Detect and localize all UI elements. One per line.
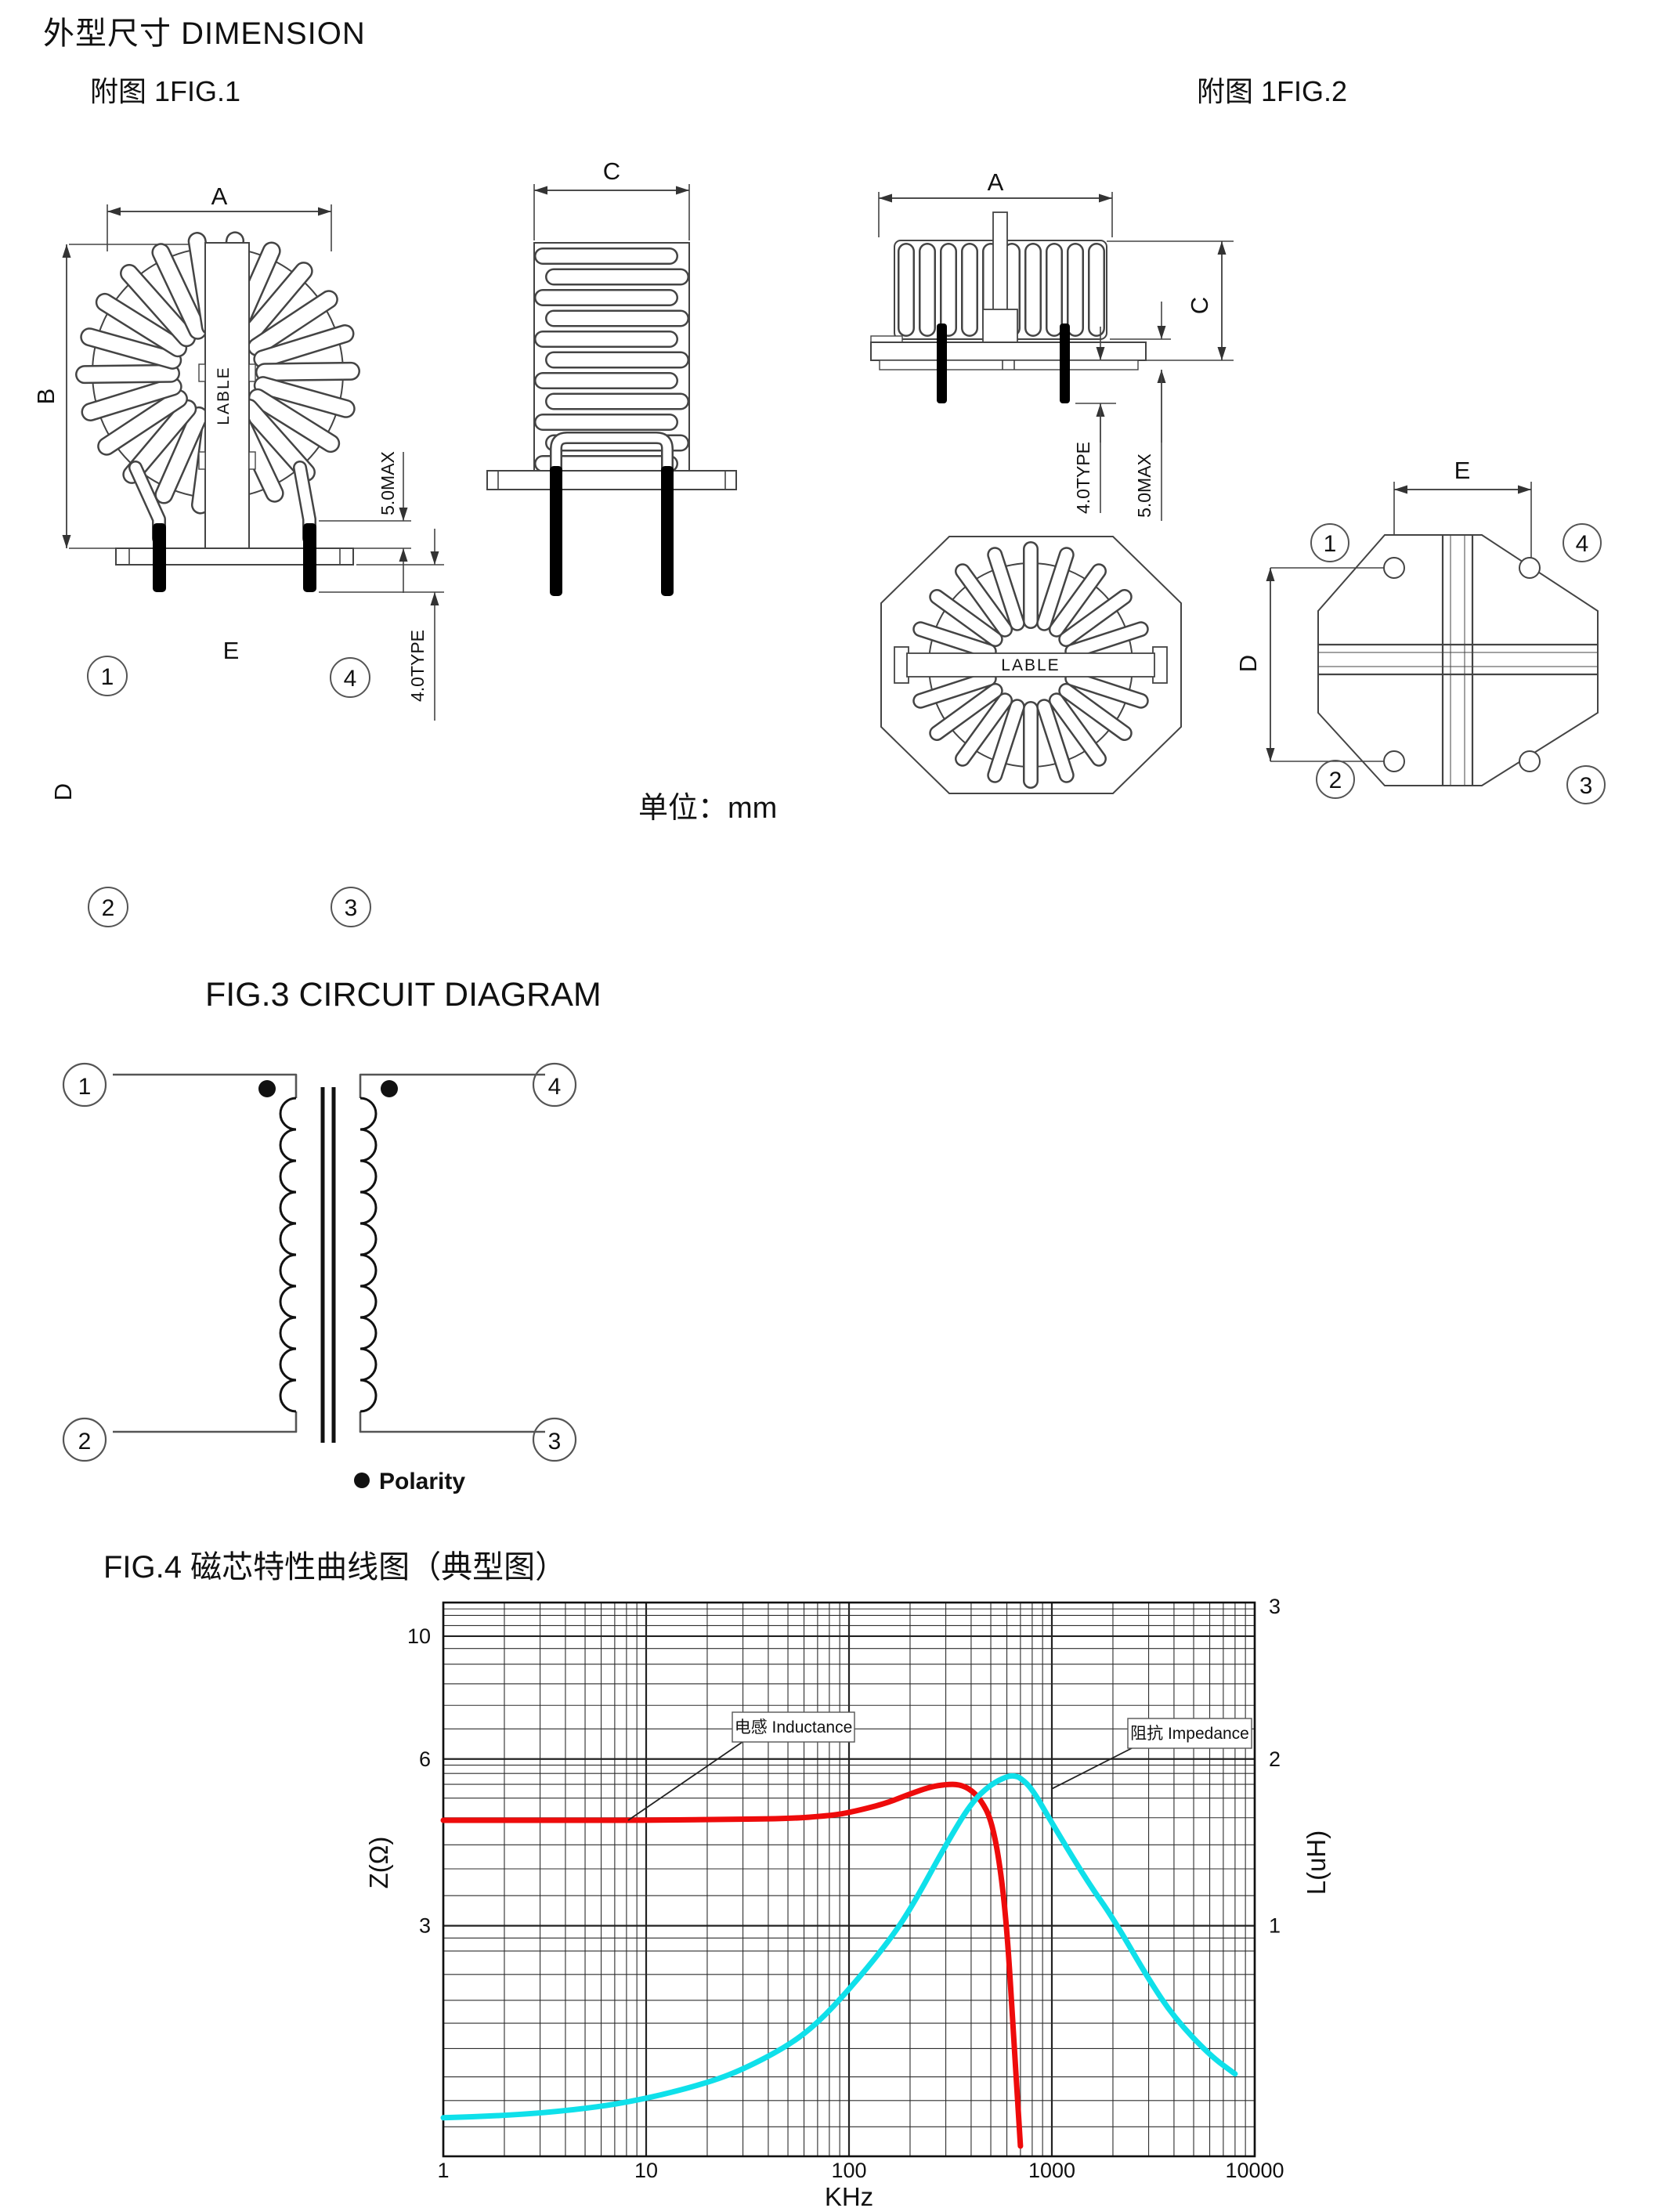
svg-text:1: 1	[1269, 1914, 1281, 1938]
fig2-top-geometry	[880, 536, 1182, 794]
svg-text:100: 100	[831, 2159, 866, 2182]
dim-label-b: B	[32, 388, 60, 405]
dim-label-c: C	[1186, 297, 1213, 314]
dim-label-pin-length: 4.0TYPE	[407, 630, 428, 702]
dim-label-standoff: 5.0MAX	[378, 451, 398, 515]
fig2-side-geometry	[870, 192, 1234, 521]
fig2-bottom-view: E D 1 4 2 3	[1234, 457, 1606, 804]
polarity-dot-icon	[354, 1473, 370, 1488]
pin-marker-4: 4	[532, 1062, 577, 1108]
pin-marker-1: 1	[62, 1062, 107, 1108]
fig1-side-geometry	[486, 184, 737, 596]
pin-marker-3: 3	[331, 887, 371, 927]
chart-plot-border	[442, 1601, 1256, 2158]
pin-marker-4: 4	[330, 657, 370, 698]
fig1-front-geometry	[62, 204, 444, 721]
x-axis-title: KHz	[825, 2182, 873, 2208]
dim-label-d: D	[49, 783, 77, 800]
fig4-title: FIG.4 磁芯特性曲线图（典型图）	[103, 1550, 567, 1585]
dim-label-a: A	[211, 182, 228, 210]
svg-text:10: 10	[634, 2159, 658, 2182]
core-label-text: LABLE	[215, 366, 233, 425]
unit-note: 单位：mm	[638, 792, 778, 825]
core-label-text: LABLE	[1001, 656, 1060, 674]
svg-text:4: 4	[548, 1074, 562, 1100]
fig2-caption: 附图 1FIG.2	[1197, 75, 1348, 107]
fig1-caption: 附图 1FIG.1	[90, 75, 241, 107]
svg-text:1000: 1000	[1028, 2159, 1075, 2182]
polarity-legend-label: Polarity	[379, 1469, 465, 1494]
dim-label-d: D	[1234, 655, 1262, 672]
impedance-callout: 阻抗 Impedance	[1127, 1718, 1252, 1749]
pin-marker-2: 2	[1316, 760, 1355, 799]
svg-text:10: 10	[407, 1624, 431, 1648]
dim-label-a: A	[988, 168, 1004, 196]
page-title: 外型尺寸 DIMENSION	[43, 16, 366, 51]
svg-text:1: 1	[78, 1074, 92, 1100]
left-axis-title: Z(Ω)	[364, 1837, 393, 1889]
dim-label-e: E	[223, 637, 240, 664]
svg-text:1: 1	[101, 664, 114, 690]
chart-grid	[442, 1603, 1256, 2156]
fig2-top-view: LABLE	[880, 536, 1182, 794]
chart-callout-leaders	[627, 1741, 1133, 1821]
dim-label-c: C	[603, 157, 620, 185]
svg-text:1: 1	[1324, 531, 1337, 557]
fig3-geometry	[113, 1073, 545, 1443]
fig2-side-view: A C 4.0TYPE 5.0MAX	[870, 168, 1234, 521]
fig3-title: FIG.3 CIRCUIT DIAGRAM	[205, 976, 602, 1014]
svg-text:3: 3	[548, 1429, 562, 1455]
pin-marker-1: 1	[1310, 523, 1349, 562]
svg-text:2: 2	[78, 1429, 92, 1455]
svg-text:10000: 10000	[1225, 2159, 1284, 2182]
fig4-characteristic-chart: 1 10 100 1000 10000 10 6 3 3 2 1 电感 Inductance 阻抗 …	[364, 1595, 1331, 2208]
fig1-bottom-view: E D 1 4 2 3	[49, 637, 371, 927]
dim-label-pin-length: 4.0TYPE	[1073, 442, 1093, 514]
dim-label-e: E	[1454, 457, 1471, 484]
dim-label-standoff: 5.0MAX	[1134, 454, 1154, 518]
svg-text:6: 6	[419, 1747, 431, 1771]
svg-text:2: 2	[102, 895, 115, 921]
pin-marker-3: 3	[1566, 765, 1606, 804]
svg-text:2: 2	[1329, 768, 1342, 793]
pin-marker-3: 3	[532, 1417, 577, 1462]
svg-text:3: 3	[345, 895, 358, 921]
pin-marker-1: 1	[87, 656, 128, 696]
svg-text:1: 1	[437, 2159, 449, 2182]
svg-text:4: 4	[344, 666, 357, 692]
inductance-series-label: 电感 Inductance	[735, 1718, 853, 1736]
fig1-front-view: A B LABLE 5.0MAX 4.0TYPE	[32, 182, 444, 721]
svg-text:3: 3	[1269, 1595, 1281, 1618]
fig1-side-view: C	[486, 157, 737, 596]
fig3-circuit-diagram: 1 2 4 3 Polarity	[62, 1062, 577, 1494]
pin-marker-2: 2	[62, 1417, 107, 1462]
chart-tick-labels: 1 10 100 1000 10000 10 6 3 3 2 1	[407, 1595, 1284, 2182]
svg-text:4: 4	[1576, 531, 1589, 557]
svg-text:3: 3	[1580, 773, 1593, 799]
fig2-bottom-geometry	[1266, 482, 1599, 786]
svg-text:2: 2	[1269, 1747, 1281, 1771]
pin-marker-4: 4	[1563, 523, 1602, 562]
inductance-callout: 电感 Inductance	[732, 1711, 855, 1743]
svg-text:3: 3	[419, 1914, 431, 1938]
right-axis-title: L(uH)	[1302, 1830, 1331, 1895]
pin-marker-2: 2	[88, 887, 128, 927]
impedance-series-label: 阻抗 Impedance	[1130, 1725, 1249, 1743]
polarity-legend: Polarity	[354, 1469, 465, 1494]
chart-curves	[440, 1773, 1238, 2149]
